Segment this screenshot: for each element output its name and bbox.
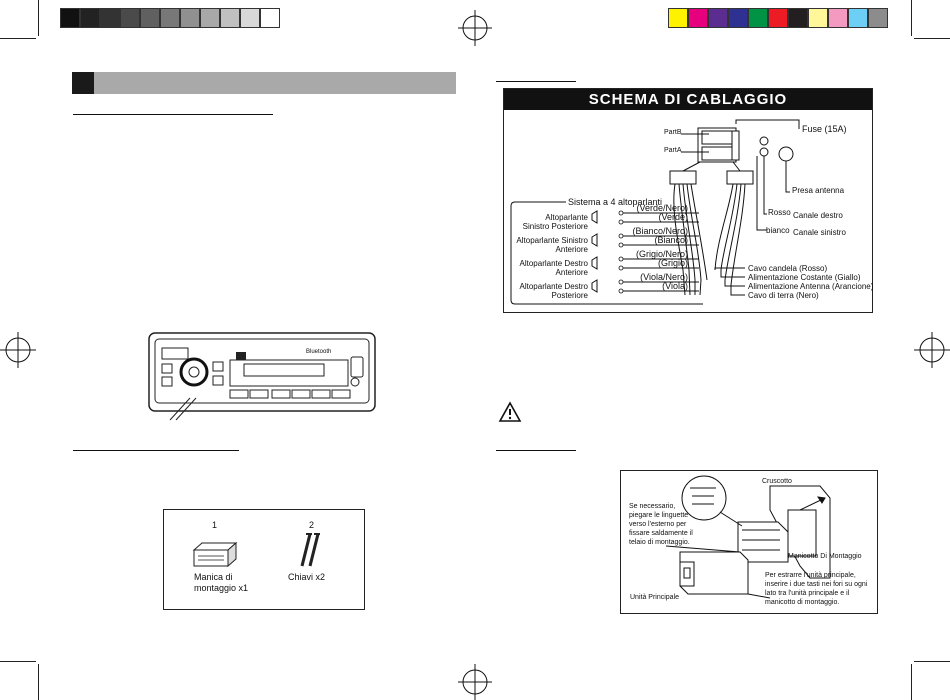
speaker-wire-positive: (Viola/Nero) <box>640 272 688 282</box>
dashboard-label: Cruscotto <box>762 478 792 485</box>
cmyk-swatch <box>668 8 688 28</box>
install-note-left-5: telaio di montaggio. <box>629 539 690 546</box>
grayscale-swatch <box>200 8 220 28</box>
crop-mark <box>914 661 950 662</box>
rca-red-label: Rosso <box>768 208 791 217</box>
wiring-title: SCHEMA DI CABLAGGIO <box>588 91 788 108</box>
speaker-name-line2: Posteriore <box>551 291 588 300</box>
cmyk-swatch <box>748 8 768 28</box>
speaker-wire-negative: (Viola) <box>662 281 688 291</box>
right-channel-label: Canale destro <box>793 211 843 220</box>
antenna-socket-label: Presa antenna <box>792 186 845 195</box>
left-channel-label: Canale sinistro <box>793 228 846 237</box>
speaker-name-line2: Sinistro Posteriore <box>522 222 588 231</box>
fuse-label: Fuse (15A) <box>802 124 847 134</box>
crop-mark <box>911 0 912 36</box>
wiring-title-bar <box>504 89 872 110</box>
speaker-wire-positive: (Bianco/Nero) <box>632 226 688 236</box>
cmyk-swatch <box>768 8 788 28</box>
rca-white-label: bianco <box>766 226 790 235</box>
mounting-sleeve-icon <box>192 541 238 568</box>
accessory-1-number: 1 <box>212 520 218 530</box>
install-note-left-4: fissare saldamente il <box>629 530 693 537</box>
heading-underline <box>73 114 273 115</box>
cable-ignition: Cavo candela (Rosso) <box>748 264 828 273</box>
crop-mark <box>0 38 36 39</box>
grayscale-swatch <box>260 8 280 28</box>
accessory-1-label-line2: montaggio x1 <box>194 583 249 593</box>
grayscale-swatch <box>180 8 200 28</box>
section-header-tab <box>72 72 94 94</box>
part-b-label: PartB <box>664 129 682 136</box>
grayscale-swatch <box>120 8 140 28</box>
speaker-wire-positive: (Verde/Nero) <box>636 203 688 213</box>
cable-ground: Cavo di terra (Nero) <box>748 291 819 300</box>
heading-underline <box>496 450 576 451</box>
head-unit-label: Unità Principale <box>630 594 680 601</box>
bluetooth-logo-text: Bluetooth <box>306 349 332 355</box>
grayscale-swatch <box>60 8 80 28</box>
grayscale-swatch <box>240 8 260 28</box>
speaker-wire-negative: (Grigio) <box>657 258 688 268</box>
install-note-left-1: Se necessario, <box>629 503 676 510</box>
crop-mark <box>914 38 950 39</box>
cmyk-swatch <box>828 8 848 28</box>
speaker-name-line1: Altoparlante Destro <box>519 259 588 268</box>
cmyk-swatch <box>708 8 728 28</box>
speaker-name-line1: Altoparlante Sinistro <box>516 236 588 245</box>
install-note-right-4: manicotto di montaggio. <box>765 599 840 606</box>
section-header-bar <box>72 72 456 94</box>
speaker-name-line2: Anteriore <box>555 268 588 277</box>
crop-mark <box>911 664 912 700</box>
accessory-1-label-line1: Manica di <box>194 572 233 582</box>
grayscale-swatch <box>140 8 160 28</box>
speaker-system-label: Sistema a 4 altoparlanti <box>566 197 665 207</box>
cmyk-swatch <box>728 8 748 28</box>
wiring-diagram-frame <box>503 88 873 313</box>
grayscale-swatch <box>160 8 180 28</box>
speaker-wire-negative: (Verde) <box>658 212 688 222</box>
crop-mark <box>0 661 36 662</box>
install-note-left-2: piegare le linguette <box>629 512 689 519</box>
cable-constant-power: Alimentazione Costante (Giallo) <box>748 273 861 282</box>
wiring-diagram-lines <box>510 119 800 305</box>
install-note-left-3: verso l'esterno per <box>629 521 687 528</box>
part-a-label: PartA <box>664 147 682 154</box>
crop-mark <box>38 0 39 36</box>
grayscale-swatch <box>100 8 120 28</box>
cmyk-swatch <box>808 8 828 28</box>
install-note-right-2: inserire i due tasti nei fori su ogni <box>765 581 868 588</box>
mounting-sleeve-label: Manicotto Di Montaggio <box>788 553 862 560</box>
speaker-wire-negative: (Bianco) <box>654 235 688 245</box>
cmyk-swatch <box>848 8 868 28</box>
install-note-right-1: Per estrarre l'unità principale, <box>765 572 856 579</box>
heading-underline <box>73 450 239 451</box>
speaker-name-line1: Altoparlante Destro <box>519 282 588 291</box>
speaker-wire-positive: (Grigio/Nero) <box>635 249 688 259</box>
car-radio-illustration <box>148 332 376 421</box>
crop-mark <box>38 664 39 700</box>
heading-underline <box>496 81 576 82</box>
release-keys-icon <box>300 533 320 567</box>
accessory-2-label: Chiavi x2 <box>288 572 326 582</box>
speaker-name-line2: Anteriore <box>555 245 588 254</box>
cmyk-swatch <box>688 8 708 28</box>
grayscale-swatch <box>220 8 240 28</box>
cable-antenna-power: Alimentazione Antenna (Arancione) <box>748 282 874 291</box>
grayscale-swatch <box>80 8 100 28</box>
cmyk-swatch <box>868 8 888 28</box>
cmyk-swatch <box>788 8 808 28</box>
speaker-name-line1: Altoparlante <box>545 213 588 222</box>
accessory-2-number: 2 <box>309 520 315 530</box>
installation-illustration <box>665 475 831 599</box>
warning-icon <box>498 401 522 422</box>
install-note-right-3: lato tra l'unità principale e il <box>765 590 850 597</box>
